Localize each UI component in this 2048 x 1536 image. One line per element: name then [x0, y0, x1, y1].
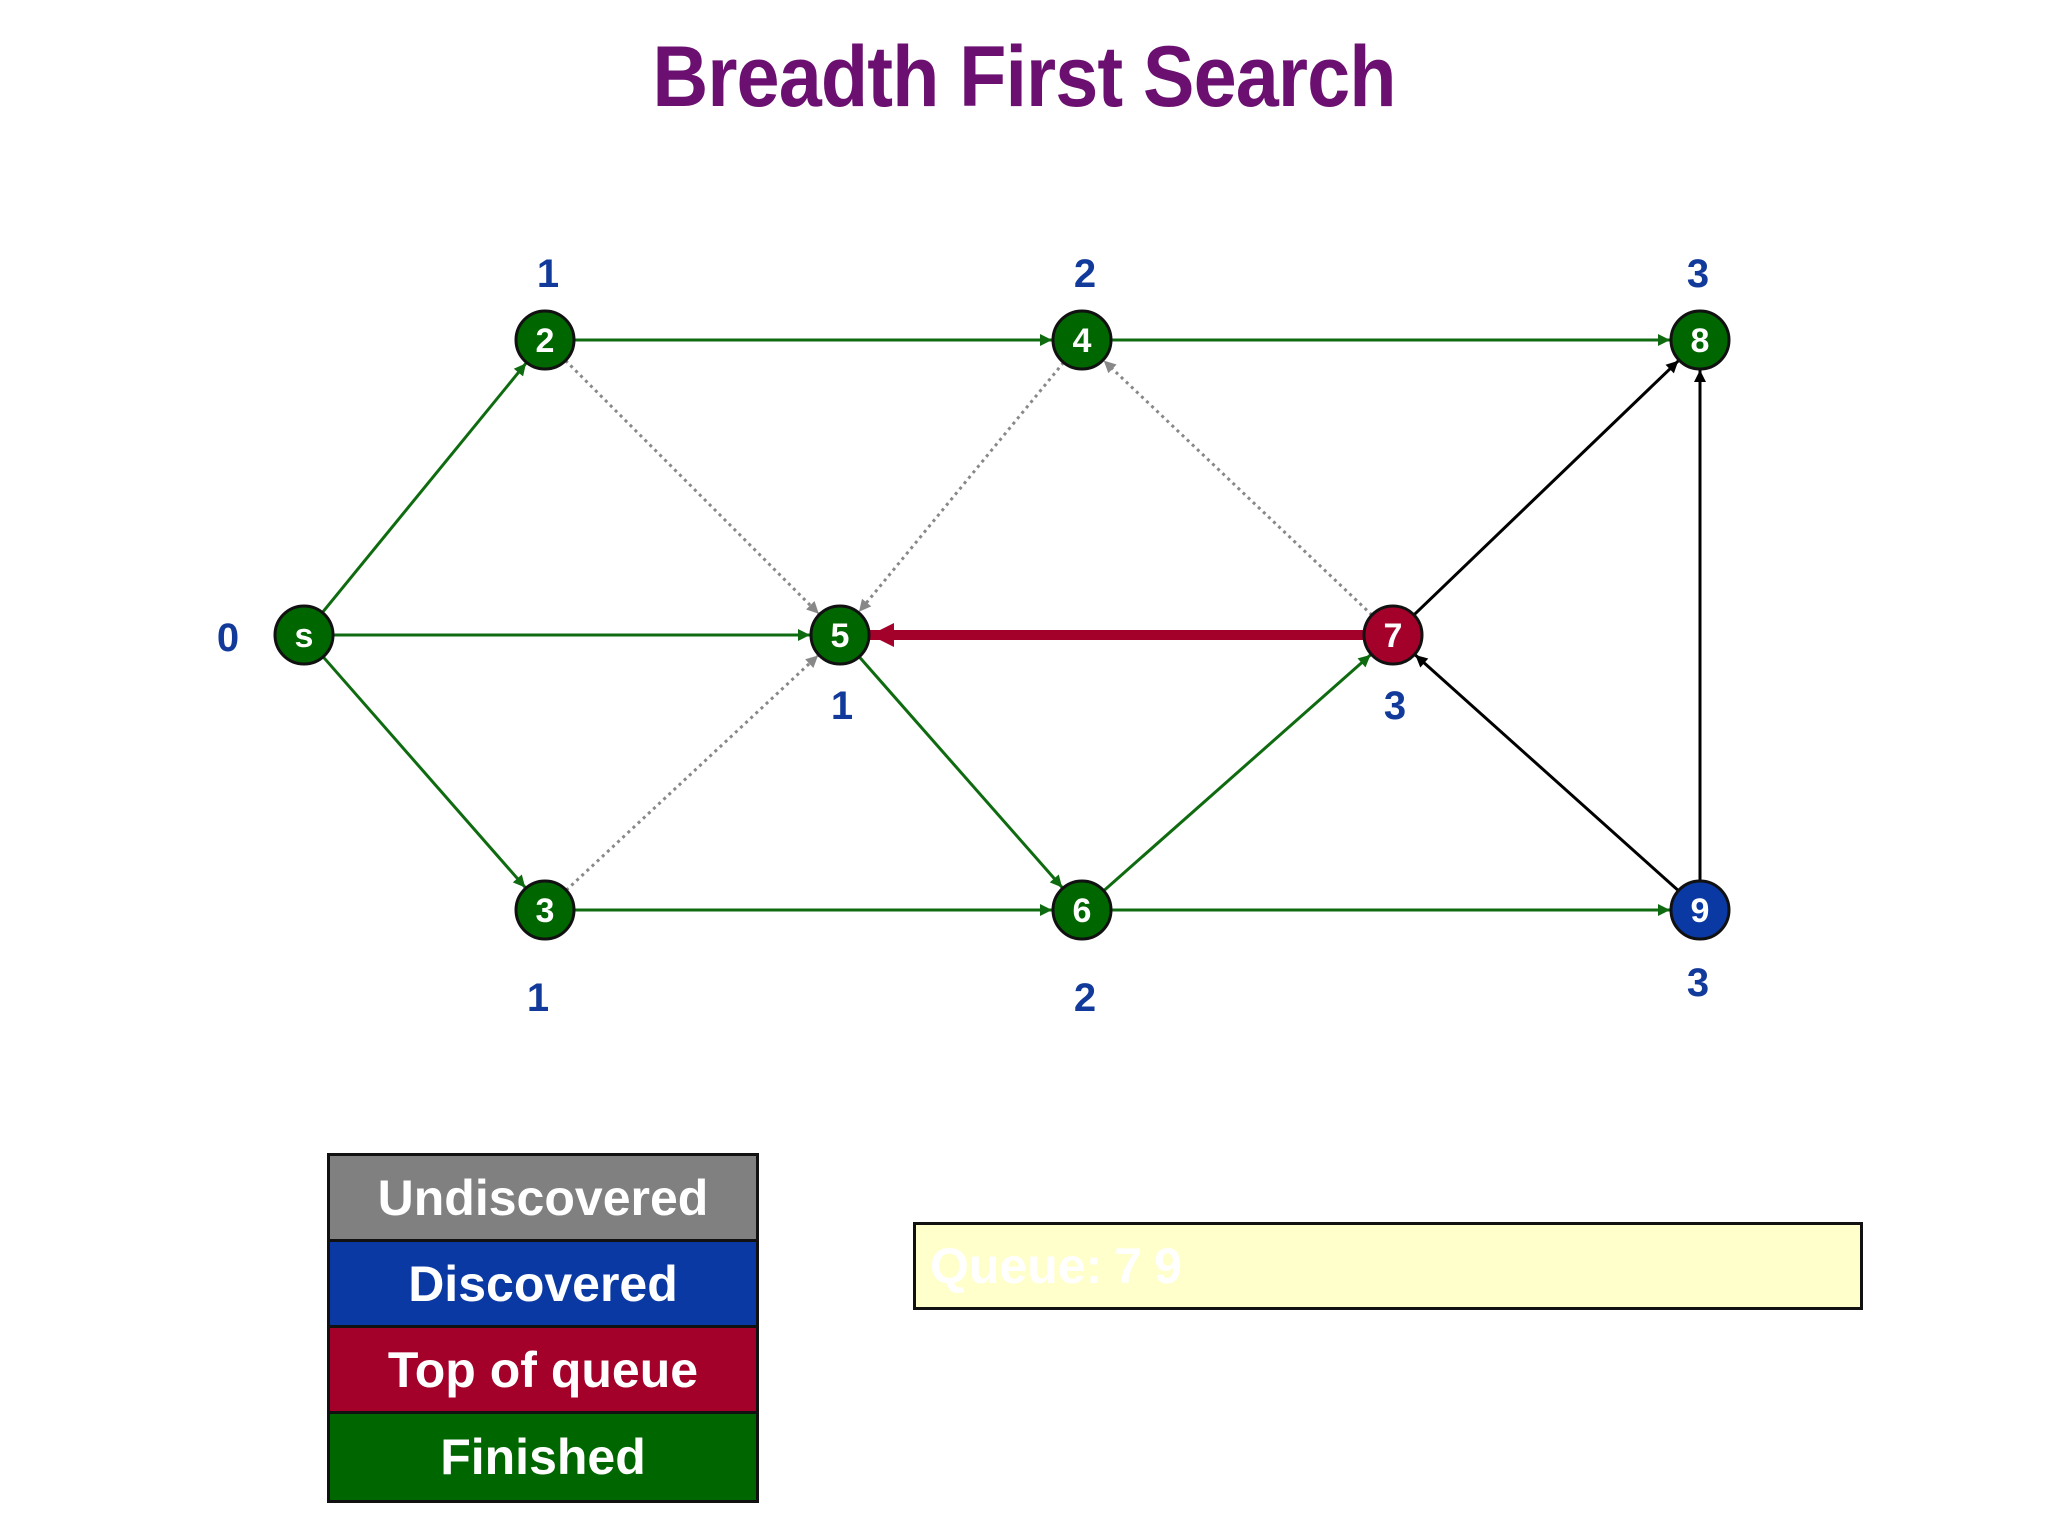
edge-5-to-6 — [858, 655, 1064, 889]
node-7: 7 — [1362, 604, 1424, 666]
distance-label-7: 3 — [1384, 684, 1406, 728]
queue-box: Queue: 7 9 — [913, 1222, 1863, 1310]
edge-layer — [321, 334, 1706, 916]
node-circle — [1362, 604, 1424, 666]
node-circle — [1051, 879, 1113, 941]
node-circle — [514, 309, 576, 371]
legend-item-finished: Finished — [330, 1414, 756, 1500]
node-label: 9 — [1691, 892, 1710, 930]
node-4: 4 — [1051, 309, 1113, 371]
node-5: 5 — [809, 604, 871, 666]
edge-3-to-5 — [565, 654, 820, 892]
legend-item-discovered: Discovered — [330, 1242, 756, 1328]
edge-s-to-2 — [321, 362, 528, 614]
legend-item-undiscovered: Undiscovered — [330, 1156, 756, 1242]
node-label: 5 — [831, 617, 850, 655]
node-9: 9 — [1669, 879, 1731, 941]
node-label: 4 — [1073, 322, 1092, 360]
node-s: s — [273, 604, 335, 666]
distance-label-9: 3 — [1687, 961, 1709, 1005]
node-label: s — [295, 617, 314, 655]
node-label: 2 — [536, 322, 555, 360]
node-circle — [514, 879, 576, 941]
distance-label-6: 2 — [1074, 976, 1096, 1020]
edge-7-to-4 — [1102, 359, 1373, 617]
edge-s-to-3 — [321, 655, 527, 889]
edge-4-to-5 — [857, 361, 1065, 613]
edge-6-to-7 — [1102, 653, 1372, 892]
distance-label-3: 1 — [527, 976, 549, 1020]
node-layer: s 2 3 4 5 6 7 8 9 — [273, 309, 1731, 941]
node-circle — [1669, 309, 1731, 371]
distance-label-2: 1 — [537, 252, 559, 296]
node-circle — [273, 604, 335, 666]
node-label: 8 — [1691, 322, 1710, 360]
node-label: 3 — [536, 892, 555, 930]
edge-7-to-8 — [1412, 359, 1680, 616]
distance-label-8: 3 — [1687, 252, 1709, 296]
legend-item-top-of-queue: Top of queue — [330, 1328, 756, 1414]
node-circle — [809, 604, 871, 666]
node-label: 6 — [1073, 892, 1092, 930]
node-3: 3 — [514, 879, 576, 941]
node-label: 7 — [1384, 617, 1403, 655]
queue-item: 9 — [1154, 1238, 1182, 1294]
node-circle — [1051, 309, 1113, 371]
distance-label-5: 1 — [831, 684, 853, 728]
node-6: 6 — [1051, 879, 1113, 941]
distance-label-s: 0 — [217, 616, 239, 660]
edge-2-to-5 — [564, 359, 820, 615]
node-circle — [1669, 879, 1731, 941]
distance-label-4: 2 — [1074, 252, 1096, 296]
page-title: Breadth First Search — [652, 29, 1396, 125]
queue-label: Queue: — [930, 1238, 1103, 1294]
edge-9-to-7 — [1414, 653, 1680, 892]
node-8: 8 — [1669, 309, 1731, 371]
node-2: 2 — [514, 309, 576, 371]
queue-item: 7 — [1114, 1238, 1143, 1294]
distance-labels: 0 1 1 2 1 2 3 3 3 — [217, 252, 1709, 1020]
